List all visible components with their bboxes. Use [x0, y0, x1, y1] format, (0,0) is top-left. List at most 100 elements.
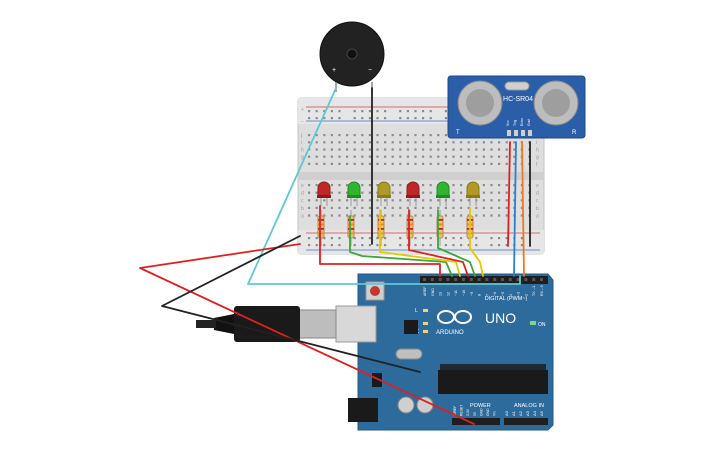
usb-cable[interactable] [196, 306, 337, 342]
wire-gnd-black[interactable] [161, 235, 421, 373]
wire-led5[interactable] [437, 209, 476, 277]
digital-pin-label: 12 [446, 292, 450, 296]
digital-pin-label: 7 [485, 294, 489, 296]
digital-pin[interactable] [540, 278, 543, 281]
digital-pin-label: ~9 [470, 292, 474, 296]
wire-trig[interactable] [507, 141, 511, 247]
row-label: h [301, 147, 304, 153]
analog-pin-label: A1 [511, 410, 516, 416]
wire-led1[interactable] [319, 205, 441, 277]
digital-header[interactable] [420, 276, 548, 284]
row-label: h [536, 147, 539, 153]
rail-minus-label: − [301, 119, 304, 125]
digital-pin[interactable] [516, 278, 520, 281]
row-label: j [300, 133, 302, 139]
digital-pin[interactable] [501, 278, 504, 281]
uno-label: UNO [485, 310, 516, 326]
on-label: ON [538, 322, 546, 328]
power-pin-label: 3.3V [466, 408, 470, 416]
row-label: g [301, 155, 304, 161]
led-green-2[interactable] [347, 181, 361, 206]
digital-pin[interactable] [477, 278, 481, 281]
digital-pin[interactable] [446, 278, 450, 281]
l-label: L [415, 308, 418, 314]
sensor-pin-label: Trig [513, 120, 517, 126]
sensor-pin[interactable] [521, 130, 525, 136]
sensor-r-label: R [572, 130, 577, 136]
power-label: POWER [470, 403, 491, 409]
digital-pin[interactable] [423, 278, 426, 281]
dc-jack[interactable] [348, 398, 378, 422]
digital-pin-label: 4 [509, 294, 513, 296]
usb-chip [404, 320, 418, 334]
wire-buzzer-signal[interactable] [247, 87, 521, 285]
crystal [395, 348, 423, 360]
atmega-chip [438, 370, 548, 394]
analog-pin-label: A0 [504, 410, 509, 416]
digital-pin-label: 13 [439, 292, 443, 296]
led-red-4[interactable] [406, 181, 420, 206]
resistor-1[interactable] [317, 210, 325, 246]
digital-pin-label: TX→1 [532, 286, 536, 296]
rail-plus-label: + [301, 107, 304, 113]
digital-pin-label: 8 [478, 294, 482, 296]
arduino-uno-board[interactable]: DIGITAL (PWM~) UNO ARDUINO L TX RX ON [335, 273, 554, 431]
digital-pin[interactable] [508, 278, 512, 281]
row-label: e [536, 183, 539, 189]
sensor-pin[interactable] [507, 130, 511, 136]
arduino-logo: UNO ARDUINO [436, 310, 516, 336]
digital-pin[interactable] [485, 278, 489, 281]
digital-pin[interactable] [454, 278, 458, 281]
analog-header[interactable] [504, 418, 548, 425]
digital-pin[interactable] [524, 278, 528, 281]
row-label: i [301, 140, 302, 146]
usb-b-port[interactable] [335, 305, 377, 343]
reset-button-cap[interactable] [370, 286, 380, 296]
sensor-pin-label: Gnd [527, 119, 531, 126]
voltage-regulator [372, 373, 382, 387]
power-header[interactable] [452, 418, 500, 425]
wire-echo2[interactable] [521, 141, 525, 277]
led-yellow-6[interactable] [466, 181, 480, 206]
arduino-brand-label: ARDUINO [436, 330, 464, 336]
led-red-1[interactable] [317, 181, 331, 206]
wire-led2[interactable] [349, 215, 453, 277]
digital-pin-label: ~5 [501, 292, 505, 296]
analog-label: ANALOG IN [514, 403, 544, 409]
power-pin-label: GND [479, 408, 483, 416]
sensor-pin[interactable] [528, 130, 532, 136]
led-yellow-3[interactable] [377, 181, 391, 206]
row-label: b [536, 206, 539, 212]
digital-pin[interactable] [462, 278, 465, 281]
analog-pin-label: A5 [539, 410, 544, 416]
sensor-t-label: T [456, 130, 460, 136]
digital-pin[interactable] [430, 278, 434, 281]
sensor-pin[interactable] [514, 130, 518, 136]
digital-pin[interactable] [532, 278, 536, 281]
power-pin-label: IOREF [453, 406, 457, 416]
digital-pin-label: RX←0 [540, 285, 544, 296]
wire-led3[interactable] [379, 209, 461, 277]
piezo-buzzer[interactable]: + − [319, 21, 385, 92]
digital-pin-label: ~10 [462, 290, 466, 296]
sensor-pin-label: Echo [520, 118, 524, 126]
analog-pin-label: A2 [518, 410, 523, 416]
analog-pin-label: A3 [525, 410, 530, 416]
row-label: i [536, 140, 537, 146]
row-label: b [301, 206, 304, 212]
wire-echo[interactable] [513, 141, 517, 277]
wire-led4[interactable] [408, 209, 469, 277]
digital-pin-label: GND [431, 288, 435, 296]
row-label: c [536, 198, 539, 204]
digital-pin[interactable] [469, 278, 473, 281]
wire-5v-red[interactable] [139, 243, 475, 425]
led-green-5[interactable] [436, 181, 450, 206]
row-label: e [301, 183, 304, 189]
digital-pin[interactable] [438, 278, 442, 281]
sensor-pin-label: Vcc [506, 120, 510, 126]
power-pin-label: 5V [473, 411, 477, 416]
digital-pin[interactable] [493, 278, 497, 281]
wire-led6[interactable] [469, 207, 484, 277]
